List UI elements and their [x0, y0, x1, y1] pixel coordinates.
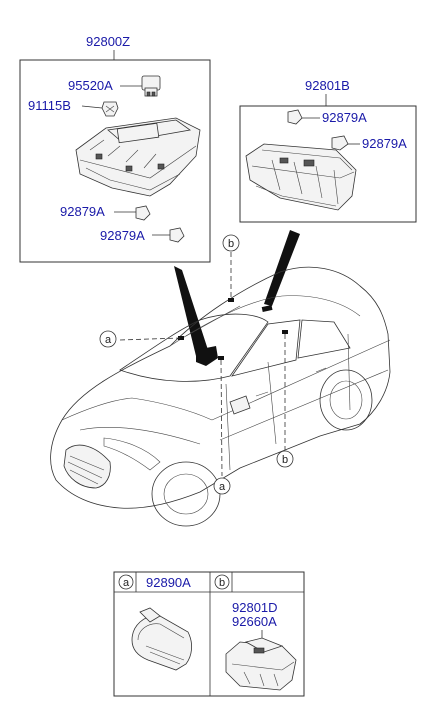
svg-text:b: b — [228, 238, 234, 250]
legend-b-part2: 92660A — [232, 614, 277, 629]
bulb-92879a-right-1 — [287, 109, 303, 125]
legend-a-letter: a — [123, 577, 130, 589]
label-95520a: 95520A — [68, 78, 113, 93]
connector-95520a — [141, 75, 161, 97]
label-92879a-right-2: 92879A — [362, 136, 407, 151]
car-illustration — [50, 266, 391, 527]
map-lamp-92801d — [225, 637, 297, 691]
box-92800z — [19, 59, 211, 263]
map-mark-b-lower — [282, 330, 288, 334]
label-91115b: 91115B — [28, 98, 71, 113]
legend-b-part1: 92801D — [232, 600, 278, 615]
overhead-console-assembly — [75, 117, 201, 197]
map-mark-b-upper — [228, 298, 234, 302]
callout-a-lower: a — [213, 477, 231, 495]
callout-b-upper: b — [222, 234, 240, 252]
label-92879a-right-1: 92879A — [322, 110, 367, 125]
pointer-to-room-lamp — [264, 230, 300, 306]
bulb-92879a-right-2 — [331, 135, 349, 151]
callout-b-lower: b — [276, 450, 294, 468]
box-92801b — [239, 105, 417, 223]
callout-a-upper: a — [99, 330, 117, 348]
label-92879a-left-1: 92879A — [60, 204, 105, 219]
vanity-mark-a-upper — [178, 336, 184, 340]
pointer-to-front-console — [174, 266, 210, 356]
svg-text:b: b — [282, 454, 288, 466]
room-lamp-assembly — [245, 143, 357, 211]
label-92801b: 92801B — [305, 78, 350, 93]
label-92879a-left-2: 92879A — [100, 228, 145, 243]
legend-table: a 92890A b 92801D 92660A — [113, 571, 305, 697]
bulb-91115b — [101, 101, 119, 117]
vanity-mark-a-lower — [218, 356, 224, 360]
legend-a-part: 92890A — [146, 575, 191, 590]
front-console-mark — [196, 346, 218, 366]
room-lamp-mark — [261, 305, 273, 312]
svg-text:a: a — [219, 481, 226, 493]
legend-b-letter: b — [219, 577, 225, 589]
bulb-92879a-left-1 — [135, 205, 151, 221]
svg-text:a: a — [105, 334, 112, 346]
bulb-92879a-left-2 — [169, 227, 185, 243]
label-92800z: 92800Z — [86, 34, 130, 49]
vanity-lamp-92890a — [131, 607, 192, 671]
